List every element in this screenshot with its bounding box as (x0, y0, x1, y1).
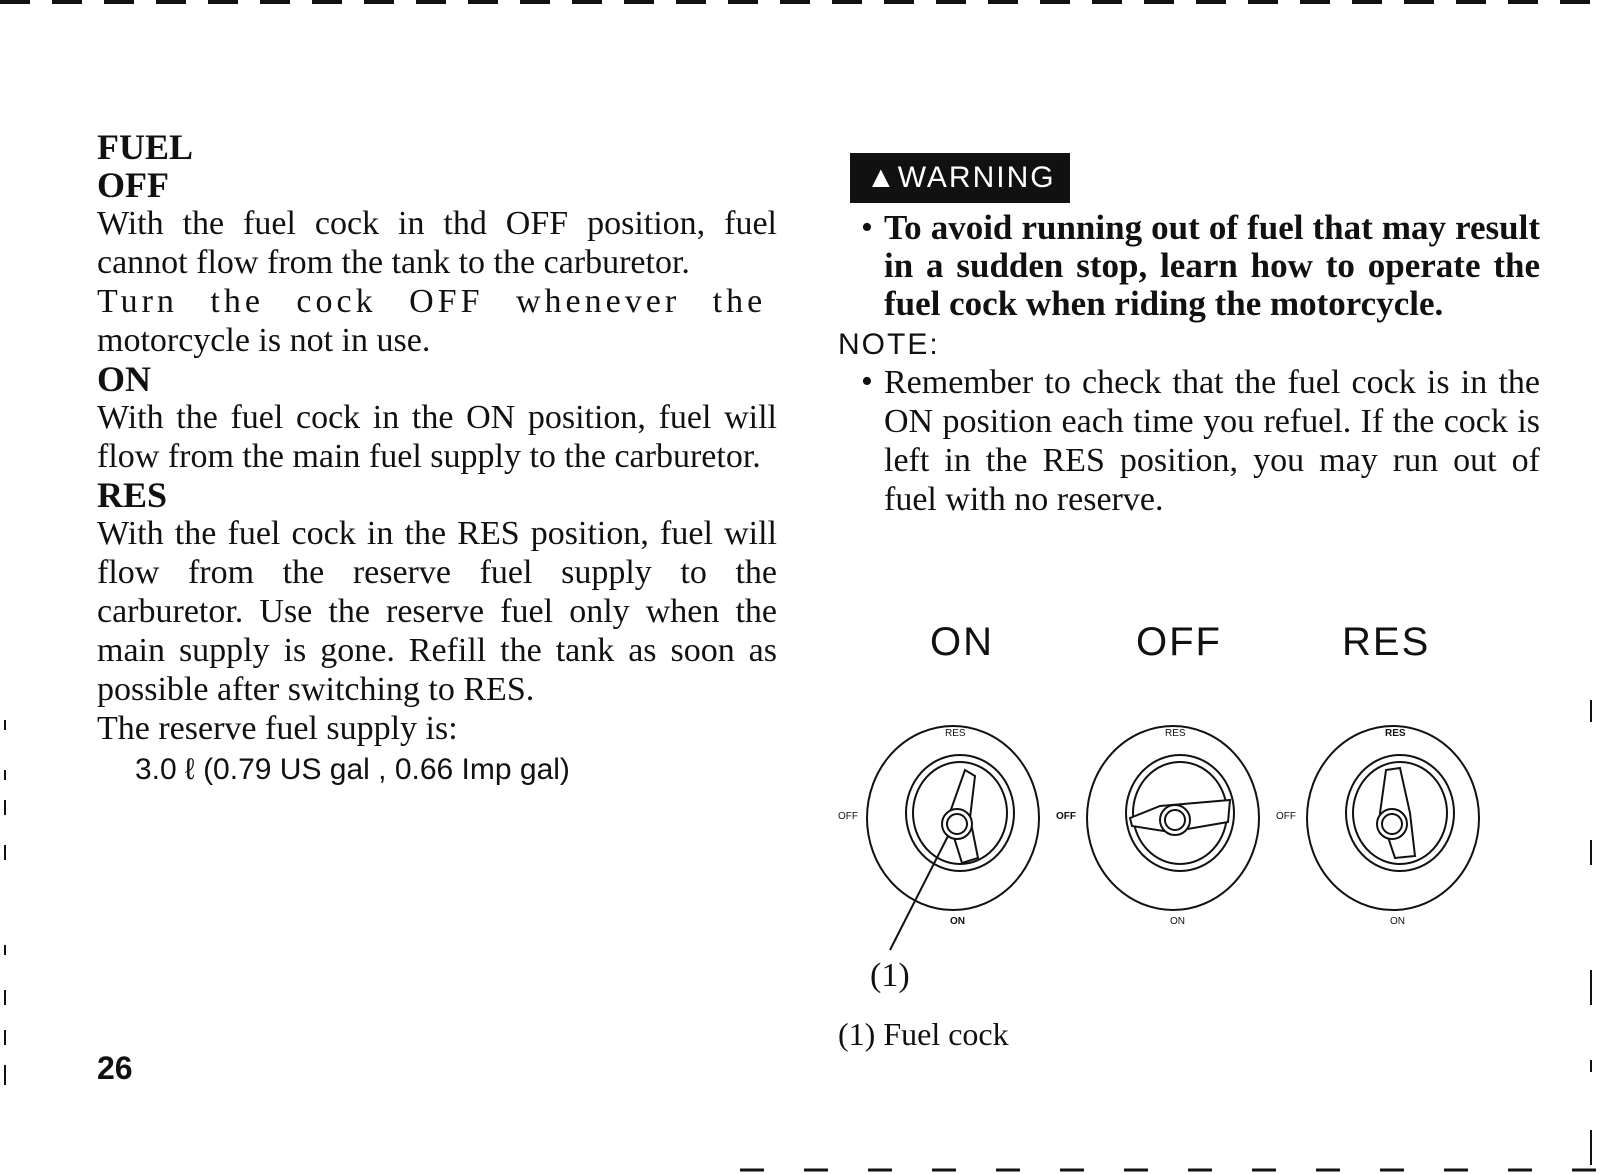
dial-left-label: OFF (838, 811, 858, 822)
position-label-off: OFF (1136, 620, 1222, 664)
note-item: • Remember to check that the fuel cock i… (850, 363, 1540, 519)
dial-top-label: RES (1165, 728, 1186, 739)
off-instruction: Turn the cock OFF whenever the (97, 283, 767, 320)
fuel-heading: FUEL (97, 127, 194, 167)
position-label-res: RES (1342, 620, 1431, 664)
warning-text: To avoid running out of fuel that may re… (884, 208, 1540, 323)
on-heading: ON (97, 359, 151, 399)
reserve-intro: The reserve fuel supply is: (97, 710, 458, 747)
fuel-cock-dial-res: RES OFF ON (1276, 725, 1480, 927)
on-description: With the fuel cock in the ON position, f… (97, 399, 777, 475)
warning-label: WARNING (897, 161, 1056, 194)
res-description: With the fuel cock in the RES position, … (97, 515, 777, 708)
dial-bottom-label: ON (950, 916, 965, 927)
dial-bottom-label: ON (1390, 916, 1405, 927)
res-heading: RES (97, 475, 168, 515)
dial-top-label: RES (945, 728, 966, 739)
warning-triangle-icon: ▲ (866, 161, 898, 194)
position-label-on: ON (930, 620, 994, 664)
right-column: ▲WARNING • To avoid running out of fuel … (838, 153, 1540, 519)
fuel-cock-dial-on: RES OFF ON (838, 725, 1040, 951)
bullet-icon: • (861, 363, 873, 400)
callout-number: (1) (870, 957, 910, 994)
warning-badge: ▲WARNING (850, 153, 1070, 203)
note-label: NOTE: (838, 328, 940, 361)
top-dash-border (0, 0, 1600, 4)
left-edge-marks (4, 720, 6, 1085)
reserve-capacity: 3.0 ℓ (0.79 US gal , 0.66 Imp gal) (135, 753, 570, 786)
dial-top-label: RES (1385, 728, 1406, 739)
off-description: With the fuel cock in thd OFF position, … (97, 205, 777, 281)
warning-item: • To avoid running out of fuel that may … (850, 209, 1540, 323)
bullet-icon: • (861, 209, 873, 246)
figure-caption: (1) Fuel cock (838, 1016, 1009, 1052)
dial-bottom-label: ON (1170, 916, 1185, 927)
off-heading: OFF (97, 165, 169, 205)
off-instruction-end: motorcycle is not in use. (97, 322, 431, 359)
page-number: 26 (97, 1050, 133, 1086)
left-column: FUEL OFF With the fuel cock in thd OFF p… (97, 128, 777, 790)
dial-left-label: OFF (1276, 811, 1296, 822)
dial-left-label: OFF (1056, 811, 1076, 822)
fuel-cock-dial-off: RES OFF ON (1056, 725, 1260, 927)
note-text: Remember to check that the fuel cock is … (884, 364, 1540, 518)
position-labels: ON OFF RES (930, 620, 1470, 670)
right-edge-marks (1590, 700, 1592, 1165)
fuel-cock-diagram: RES OFF ON RES OFF ON RES OFF ON (838, 725, 1480, 951)
bottom-dash-border (740, 1168, 1600, 1172)
